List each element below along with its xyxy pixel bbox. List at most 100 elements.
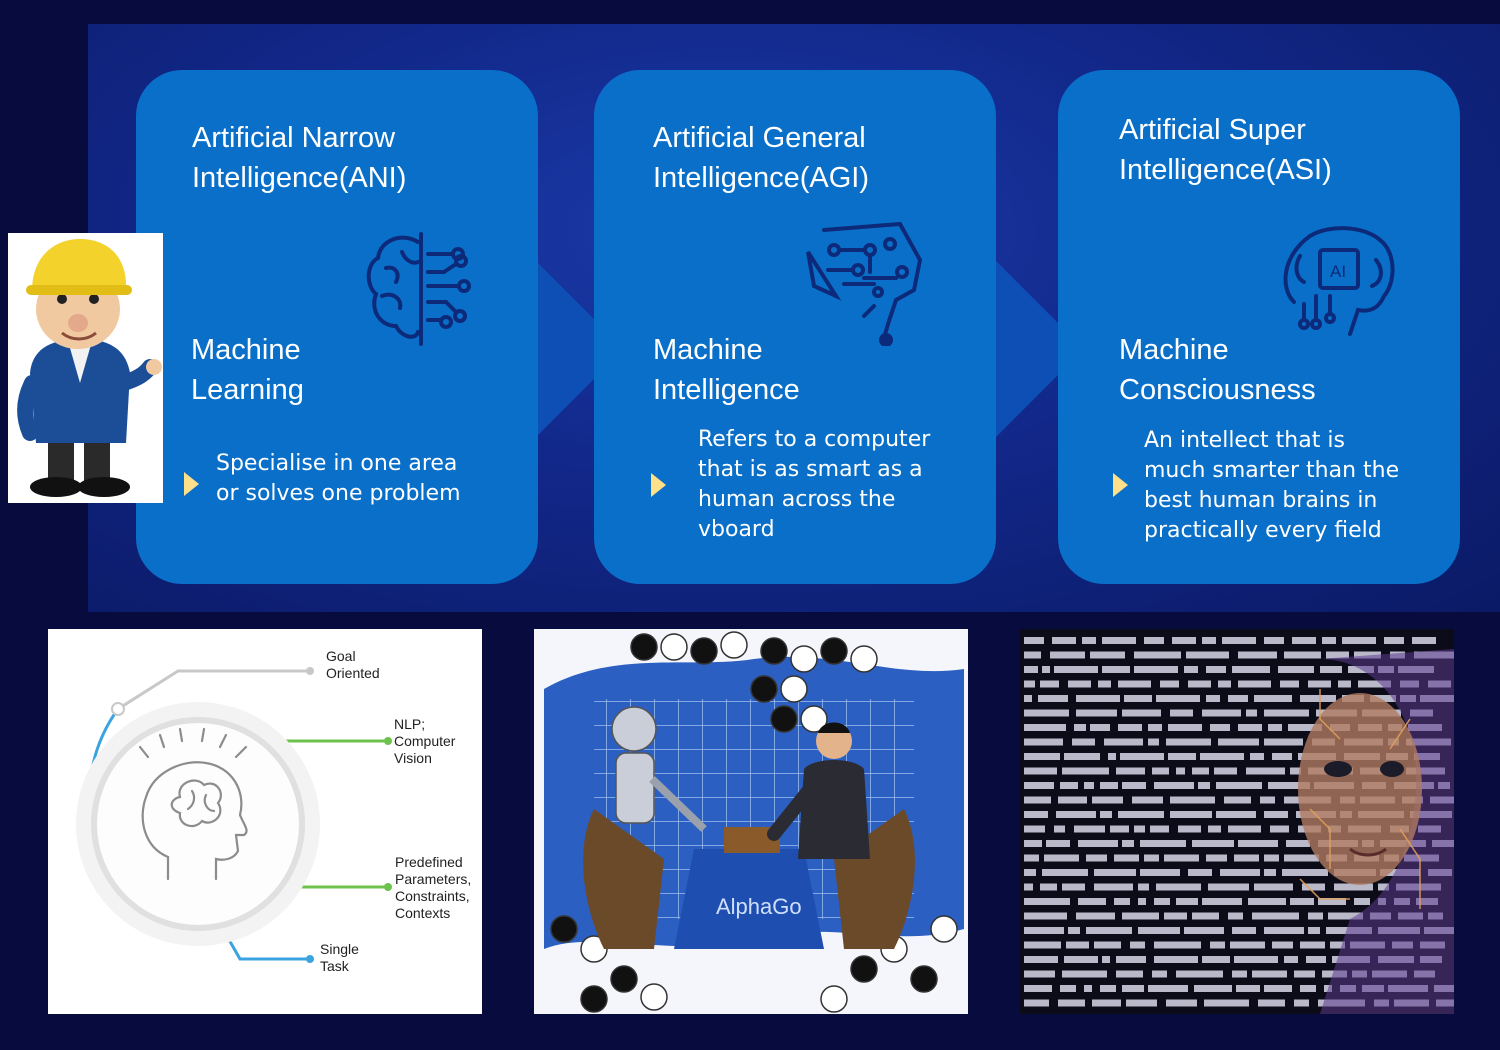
code-texture-mark bbox=[1342, 637, 1376, 644]
code-texture-mark bbox=[1076, 912, 1115, 920]
circuit-brain-icon bbox=[806, 221, 923, 346]
code-texture-mark bbox=[1052, 637, 1076, 644]
code-texture-mark bbox=[1116, 970, 1143, 978]
code-texture-mark bbox=[1154, 898, 1170, 905]
code-texture-mark bbox=[1024, 869, 1036, 876]
code-texture-mark bbox=[1272, 941, 1293, 949]
code-texture-mark bbox=[1024, 927, 1064, 934]
code-texture-mark bbox=[1202, 898, 1242, 905]
code-texture-mark bbox=[1290, 767, 1301, 775]
code-texture-mark bbox=[1338, 680, 1351, 688]
code-texture-mark bbox=[1300, 695, 1336, 702]
code-texture-mark bbox=[1320, 666, 1342, 673]
code-texture-mark bbox=[1124, 695, 1152, 702]
code-texture-mark bbox=[1024, 840, 1042, 847]
code-texture-mark bbox=[1062, 970, 1107, 978]
code-texture-mark bbox=[1024, 985, 1052, 992]
code-texture-mark bbox=[1208, 825, 1221, 833]
code-texture-mark bbox=[1058, 999, 1085, 1007]
code-texture-mark bbox=[1178, 825, 1201, 833]
code-texture-mark bbox=[1198, 782, 1210, 789]
code-texture-mark bbox=[1038, 695, 1068, 702]
card-subtitle: Machine Consciousness bbox=[1119, 334, 1316, 406]
code-texture-mark bbox=[1166, 738, 1211, 746]
code-texture-mark bbox=[1228, 825, 1261, 833]
code-texture-mark bbox=[1176, 970, 1223, 978]
code-texture-mark bbox=[1064, 753, 1100, 760]
code-texture-mark bbox=[1154, 782, 1194, 789]
code-texture-mark bbox=[1084, 782, 1094, 789]
code-texture-mark bbox=[1024, 941, 1061, 949]
code-texture-mark bbox=[1086, 927, 1132, 934]
code-texture-mark bbox=[1188, 869, 1212, 876]
code-texture-mark bbox=[1236, 985, 1260, 992]
code-texture-mark bbox=[1024, 825, 1045, 833]
code-texture-mark bbox=[1184, 927, 1224, 934]
code-texture-mark bbox=[1306, 956, 1326, 963]
code-texture-mark bbox=[1042, 869, 1088, 876]
code-texture-mark bbox=[1264, 927, 1304, 934]
code-texture-mark bbox=[1192, 840, 1234, 847]
code-texture-mark bbox=[1282, 869, 1328, 876]
code-texture-mark bbox=[1090, 651, 1125, 659]
code-texture-mark bbox=[1040, 883, 1057, 891]
code-texture-mark bbox=[1264, 738, 1303, 746]
code-texture-mark bbox=[1076, 709, 1117, 717]
code-texture-mark bbox=[1156, 695, 1200, 702]
code-texture-mark bbox=[1138, 883, 1149, 891]
code-texture-mark bbox=[1286, 840, 1310, 847]
code-texture-mark bbox=[1264, 637, 1284, 644]
code-texture-mark bbox=[1122, 912, 1159, 920]
code-texture-mark bbox=[1108, 753, 1116, 760]
code-texture-mark bbox=[1322, 637, 1336, 644]
code-texture-mark bbox=[1412, 637, 1436, 644]
code-texture-mark bbox=[1144, 854, 1159, 862]
code-texture-mark bbox=[1218, 738, 1259, 746]
code-texture-mark bbox=[1094, 941, 1121, 949]
code-texture-mark bbox=[1252, 970, 1287, 978]
code-texture-mark bbox=[1330, 941, 1345, 949]
code-texture-mark bbox=[1134, 651, 1181, 659]
code-texture-mark bbox=[1024, 724, 1066, 731]
code-texture-mark bbox=[1122, 840, 1134, 847]
chevron-right-icon bbox=[534, 259, 624, 439]
code-texture-mark bbox=[1122, 709, 1161, 717]
bullet-icon bbox=[651, 473, 666, 497]
code-texture-mark bbox=[1068, 927, 1080, 934]
code-texture-mark bbox=[1292, 637, 1316, 644]
svg-text:AI: AI bbox=[1330, 262, 1346, 281]
code-texture-mark bbox=[1228, 695, 1248, 702]
code-texture-mark bbox=[1294, 970, 1315, 978]
code-texture-mark bbox=[1024, 854, 1039, 862]
code-texture-mark bbox=[1170, 796, 1215, 804]
code-texture-mark bbox=[1054, 666, 1098, 673]
code-texture-mark bbox=[1156, 883, 1201, 891]
code-texture-mark bbox=[1094, 869, 1136, 876]
code-texture-mark bbox=[1148, 738, 1159, 746]
code-texture-mark bbox=[1264, 985, 1292, 992]
code-texture-mark bbox=[1100, 985, 1116, 992]
code-texture-mark bbox=[1024, 738, 1063, 746]
code-texture-mark bbox=[1098, 680, 1111, 688]
code-texture-mark bbox=[1118, 811, 1164, 818]
code-texture-mark bbox=[1140, 869, 1180, 876]
code-texture-mark bbox=[1202, 956, 1230, 963]
code-texture-mark bbox=[1300, 985, 1316, 992]
code-texture-mark bbox=[1084, 985, 1092, 992]
code-texture-mark bbox=[1134, 825, 1145, 833]
code-texture-mark bbox=[1170, 811, 1212, 818]
code-texture-mark bbox=[1060, 985, 1076, 992]
code-texture-mark bbox=[1060, 782, 1078, 789]
code-texture-mark bbox=[1246, 767, 1285, 775]
code-texture-mark bbox=[1066, 941, 1089, 949]
code-texture-mark bbox=[1116, 956, 1146, 963]
code-texture-mark bbox=[1024, 767, 1057, 775]
code-texture-mark bbox=[1092, 796, 1123, 804]
code-texture-mark bbox=[1118, 680, 1151, 688]
code-texture-mark bbox=[1202, 637, 1216, 644]
code-texture-mark bbox=[1024, 753, 1060, 760]
code-texture-mark bbox=[1358, 680, 1391, 688]
code-texture-mark bbox=[1232, 970, 1247, 978]
